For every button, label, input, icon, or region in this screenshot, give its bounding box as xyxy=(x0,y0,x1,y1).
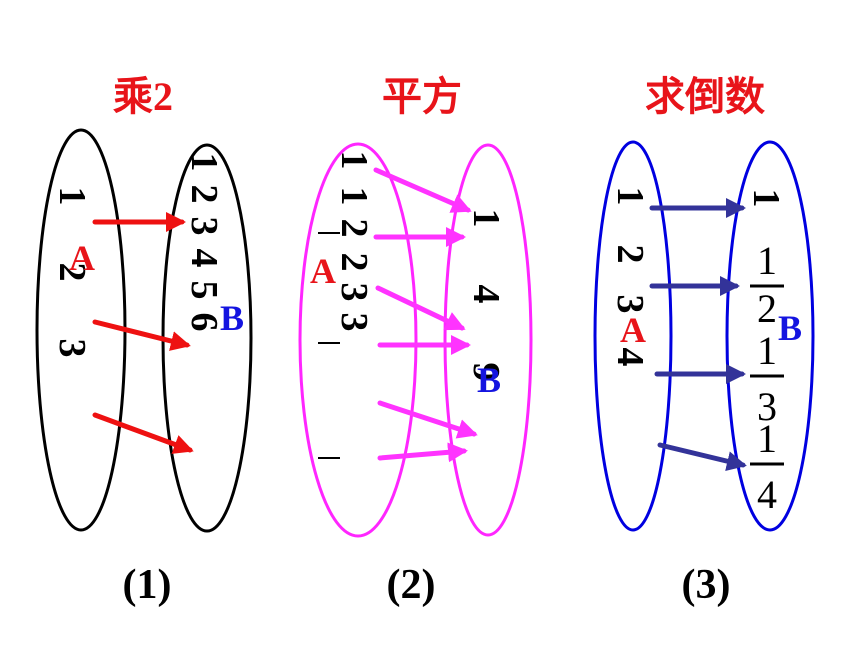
panel-2-b-element: 4 xyxy=(465,285,507,304)
panel-3-a-element: 2 xyxy=(609,245,651,264)
panel-3-b-element: 1 xyxy=(745,189,787,208)
panel-2-set-b-elements: 1 4 9 xyxy=(465,209,507,382)
panel-1-arrow xyxy=(92,412,194,454)
panel-1-set-b-elements: 1 2 3 4 5 6 xyxy=(183,153,225,332)
panel-1-b-element: 5 xyxy=(183,281,225,300)
panel-1-b-element: 2 xyxy=(183,185,225,204)
panel-1-arrows xyxy=(92,212,194,454)
panel-3-label-a: A xyxy=(620,310,646,350)
fraction-denominator: 4 xyxy=(757,472,777,517)
panel-1-b-element: 1 xyxy=(183,153,225,172)
panel-1: 乘2 1 2 3 A 1 2 3 4 5 6 B (1) xyxy=(35,74,253,608)
panel-3-a-element: 4 xyxy=(609,348,651,367)
panel-3-fraction: 1 3 xyxy=(750,328,784,429)
panel-1-arrow xyxy=(92,319,191,351)
panel-1-set-a-elements: 1 2 3 xyxy=(51,187,93,358)
fraction-numerator: 1 xyxy=(757,416,777,461)
panel-2-caption: (2) xyxy=(387,562,436,608)
fraction-numerator: 1 xyxy=(757,238,777,283)
panel-2-a-element: 3 xyxy=(333,313,375,332)
panel-2-b-element: 9 xyxy=(465,363,507,382)
panel-3-arrow xyxy=(657,442,747,471)
panel-3-title: 求倒数 xyxy=(645,74,765,119)
panel-2-a-element: 1 xyxy=(333,187,375,206)
panel-2-a-element: 2 xyxy=(333,253,375,272)
panel-1-b-element: 4 xyxy=(183,249,225,268)
panel-2-minus-signs xyxy=(318,232,340,459)
panel-1-b-element: 6 xyxy=(183,313,225,332)
panel-2-arrow xyxy=(377,442,468,463)
panel-3-arrows xyxy=(649,198,747,471)
fraction-numerator: 1 xyxy=(757,328,777,373)
panel-2-label-b: B xyxy=(477,360,501,400)
panel-2-set-a-ellipse xyxy=(298,142,418,538)
panel-2-label-a: A xyxy=(310,251,336,291)
panel-2-arrow xyxy=(375,285,466,331)
panel-2-b-element: 1 xyxy=(465,209,507,228)
panel-2-arrows xyxy=(373,167,478,463)
panel-1-a-element: 1 xyxy=(51,187,93,206)
panel-3-caption: (3) xyxy=(682,562,731,608)
panel-3-fraction: 1 4 xyxy=(750,416,784,517)
panel-2-title: 平方 xyxy=(382,74,462,119)
panel-3-set-b-elements: 1 1 2 1 3 1 4 xyxy=(745,189,787,518)
panel-1-a-element: 3 xyxy=(51,339,93,358)
panel-1-title: 乘2 xyxy=(113,74,173,119)
panel-2-a-element: 1 xyxy=(333,151,375,170)
fraction-denominator: 3 xyxy=(757,384,777,429)
panel-3-label-b: B xyxy=(778,308,802,348)
panel-2-set-a-elements: 1 1 2 2 3 3 xyxy=(333,151,375,332)
panel-3: 求倒数 1 2 3 4 A 1 1 2 1 3 1 4 xyxy=(593,74,815,608)
panel-1-b-element: 3 xyxy=(183,217,225,236)
panel-1-a-element: 2 xyxy=(51,263,93,282)
panel-3-a-element: 3 xyxy=(609,295,651,314)
panel-3-set-b-ellipse xyxy=(725,140,815,532)
panel-2-arrow xyxy=(377,400,478,439)
panel-2-arrow xyxy=(373,167,472,213)
panel-1-label-a: A xyxy=(69,238,95,278)
panel-2-set-b-ellipse xyxy=(443,143,533,537)
panel-3-fraction: 1 2 xyxy=(750,238,784,331)
panel-1-label-b: B xyxy=(220,298,244,338)
fraction-denominator: 2 xyxy=(757,286,777,331)
panel-2-a-element: 2 xyxy=(333,219,375,238)
panel-3-a-element: 1 xyxy=(609,187,651,206)
panel-3-set-a-ellipse xyxy=(593,140,673,532)
panel-3-set-a-elements: 1 2 3 4 xyxy=(609,187,651,367)
panel-2-a-element: 3 xyxy=(333,283,375,302)
panel-1-caption: (1) xyxy=(123,562,172,608)
panel-2: 平方 1 1 2 2 3 3 A 1 4 9 B xyxy=(298,74,533,608)
